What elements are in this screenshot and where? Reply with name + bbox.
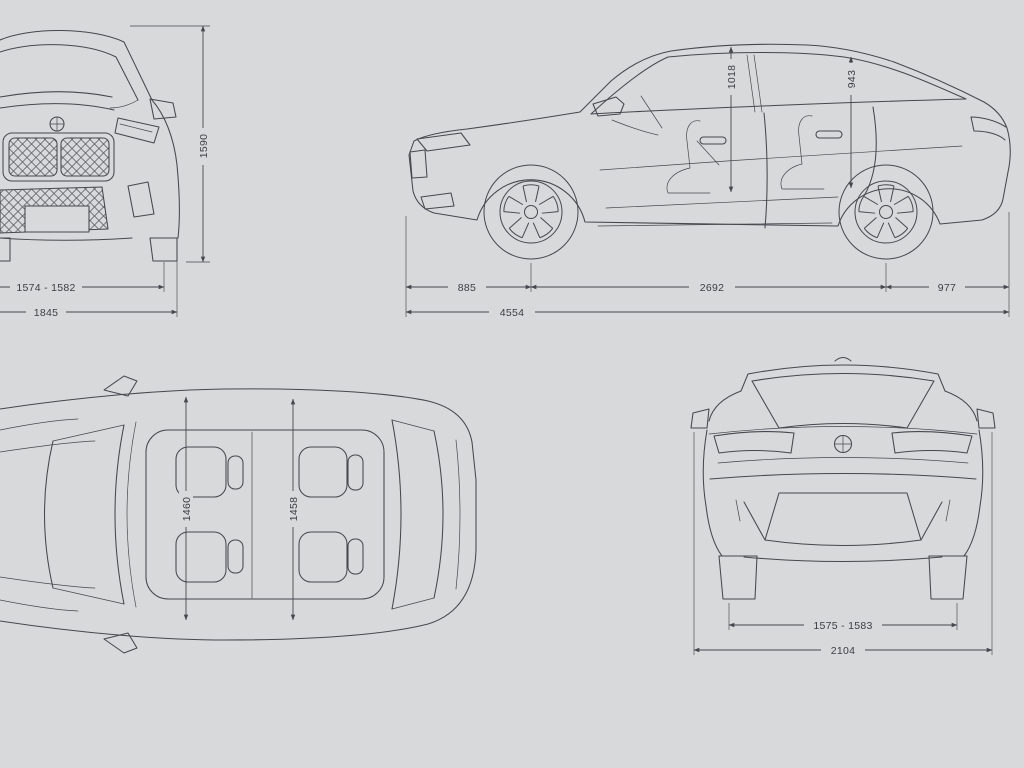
dim-label-bg xyxy=(844,63,858,95)
dim-label-bg xyxy=(10,280,82,294)
front-wheels xyxy=(0,237,178,262)
rear-roof xyxy=(740,364,946,392)
front-wheel xyxy=(484,165,578,259)
bmw-roundel-rear-icon xyxy=(833,434,853,454)
seat-rear-left xyxy=(298,446,348,498)
top-outline xyxy=(0,388,477,641)
dim-overhang-front-label: 885 xyxy=(458,282,476,294)
rear-body-sides xyxy=(702,390,984,557)
front-headlight xyxy=(114,117,160,144)
dim-wheelbase-label: 2692 xyxy=(700,282,725,294)
hood-contours xyxy=(0,418,96,612)
headrest xyxy=(347,538,364,575)
roof-panel xyxy=(126,421,385,608)
front-body-lines xyxy=(0,29,180,241)
dim-label-bg xyxy=(724,59,738,95)
antenna-fin xyxy=(834,356,852,362)
front-side-vent xyxy=(127,181,155,218)
plate-recess xyxy=(24,205,90,233)
side-mirror xyxy=(592,96,625,117)
side-outline xyxy=(408,43,1011,227)
top-mirror-right xyxy=(103,632,138,654)
front-view-drawing xyxy=(0,29,180,262)
rear-wheels xyxy=(718,555,968,600)
side-taillight xyxy=(970,116,1007,141)
rear-bumper xyxy=(709,457,977,563)
rear-wheel xyxy=(839,165,933,259)
dim-label-bg xyxy=(196,128,210,165)
windshield xyxy=(44,424,125,605)
dim-headroom-front-label: 1018 xyxy=(726,65,738,90)
side-dimensions: 1018 943 885 2692 977 4554 xyxy=(405,46,1010,319)
kidney-grille xyxy=(2,132,115,182)
side-glasshouse xyxy=(590,51,967,115)
top-view-drawing xyxy=(0,375,477,654)
rear-dimensions: 1575 - 1583 2104 xyxy=(693,432,993,657)
dim-label-bg xyxy=(689,280,735,294)
dim-front-width-label: 1845 xyxy=(34,307,59,319)
rear-view-drawing xyxy=(690,356,996,600)
rear-window xyxy=(751,372,935,429)
dim-label-bg xyxy=(179,491,193,527)
top-dimensions: 1460 1458 xyxy=(179,396,300,621)
headrest xyxy=(227,539,244,574)
side-front-details xyxy=(409,132,471,210)
front-dimensions: 1590 1574 - 1582 1845 xyxy=(0,25,210,319)
dim-front-height-label: 1590 xyxy=(198,134,210,159)
dim-rear-width-label: 2104 xyxy=(831,645,856,657)
dim-label-bg xyxy=(286,491,300,527)
side-view-drawing xyxy=(408,43,1011,259)
dim-label-bg xyxy=(929,280,965,294)
rear-mirror-right xyxy=(976,408,996,429)
dim-overhang-rear-label: 977 xyxy=(938,282,956,294)
interior-sketch xyxy=(611,95,825,194)
seat-front-right xyxy=(175,531,227,583)
dim-label-bg xyxy=(489,305,535,319)
side-door-lines xyxy=(597,106,963,229)
dim-headroom-rear-label: 943 xyxy=(846,70,858,88)
dim-interior-width-rear-label: 1458 xyxy=(288,497,300,522)
dim-label-bg xyxy=(448,280,486,294)
dim-label-bg xyxy=(821,643,865,657)
front-mirror xyxy=(149,98,177,120)
seats xyxy=(175,446,364,583)
dim-rear-track-label: 1575 - 1583 xyxy=(813,620,872,632)
extension-lines xyxy=(405,212,1010,317)
extension-lines xyxy=(693,432,993,655)
taillight-right xyxy=(891,431,973,454)
seat-rear-right xyxy=(298,531,348,583)
top-mirror-left xyxy=(103,375,138,397)
dim-label-bg xyxy=(26,305,66,319)
headrest xyxy=(227,455,244,490)
dim-length-label: 4554 xyxy=(500,307,525,319)
extension-lines xyxy=(130,25,210,317)
rear-glass xyxy=(391,419,461,610)
taillight-left xyxy=(713,431,795,454)
headrest xyxy=(347,454,364,491)
dim-front-track-label: 1574 - 1582 xyxy=(16,282,75,294)
dim-interior-width-front-label: 1460 xyxy=(181,497,193,522)
rear-mirror-left xyxy=(690,408,710,429)
bmw-roundel-front-icon xyxy=(49,116,65,132)
dim-label-bg xyxy=(804,618,882,632)
seat-front-left xyxy=(175,446,227,498)
